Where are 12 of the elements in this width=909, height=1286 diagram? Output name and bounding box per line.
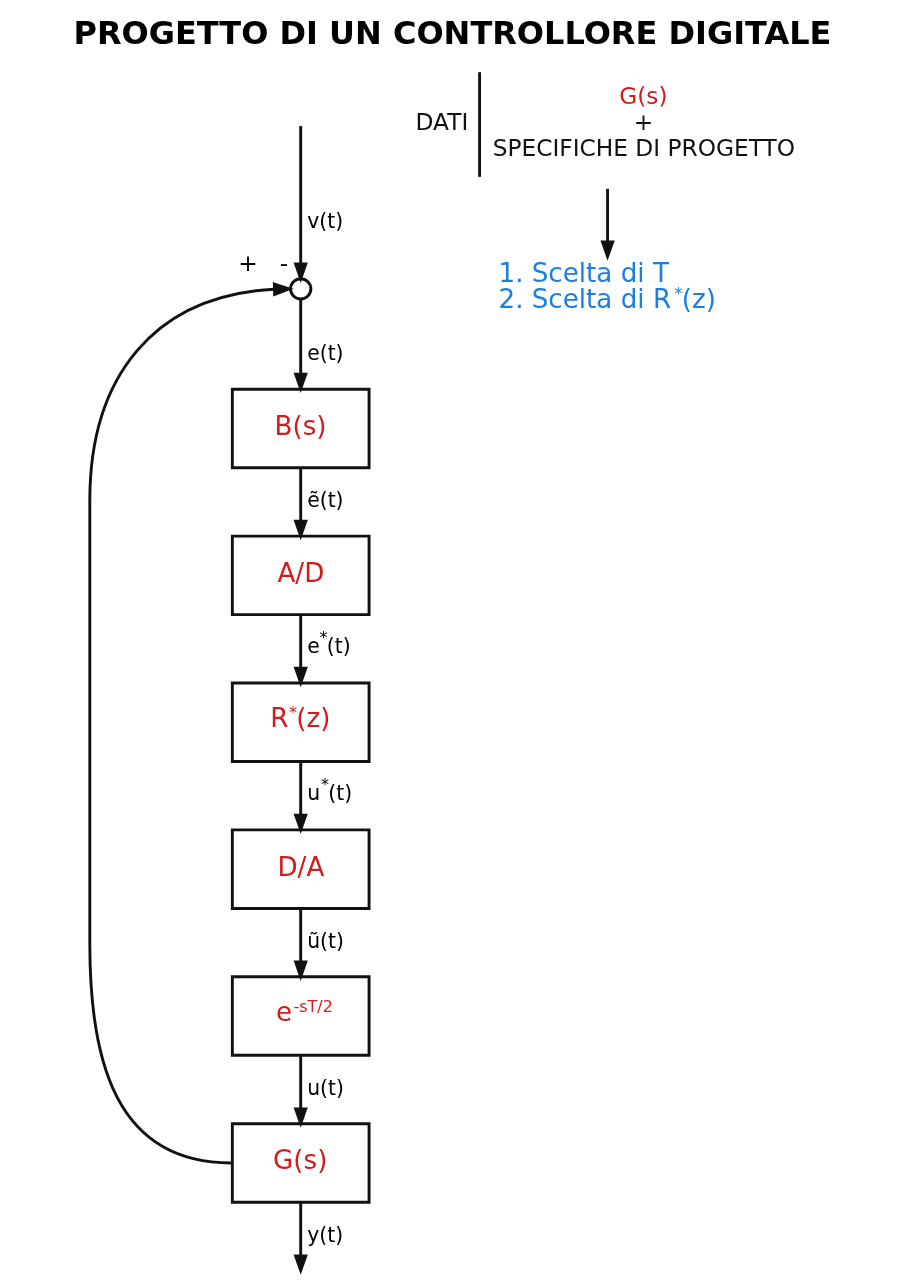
diagram-title: PROGETTO DI UN CONTROLLORE DIGITALE (73, 13, 832, 52)
edge-label: u(t) (307, 1075, 344, 1100)
edge-label: e$^{*}$(t) (307, 628, 351, 658)
node-label: + - (238, 249, 289, 277)
node-text: 1. Scelta di T 2. Scelta di R$^{*}$(z) (498, 258, 716, 315)
node-text: DATI G(s) + SPECIFICHE DI PROGETTO (415, 81, 796, 162)
edge-label: ẽ(t) (307, 488, 344, 513)
edge-label: u$^{*}$(t) (307, 775, 353, 805)
edge-label: ũ(t) (307, 928, 344, 953)
edge-label: y(t) (307, 1222, 344, 1247)
edge-label: v(t) (307, 209, 344, 234)
edge-label: e(t) (307, 341, 344, 366)
